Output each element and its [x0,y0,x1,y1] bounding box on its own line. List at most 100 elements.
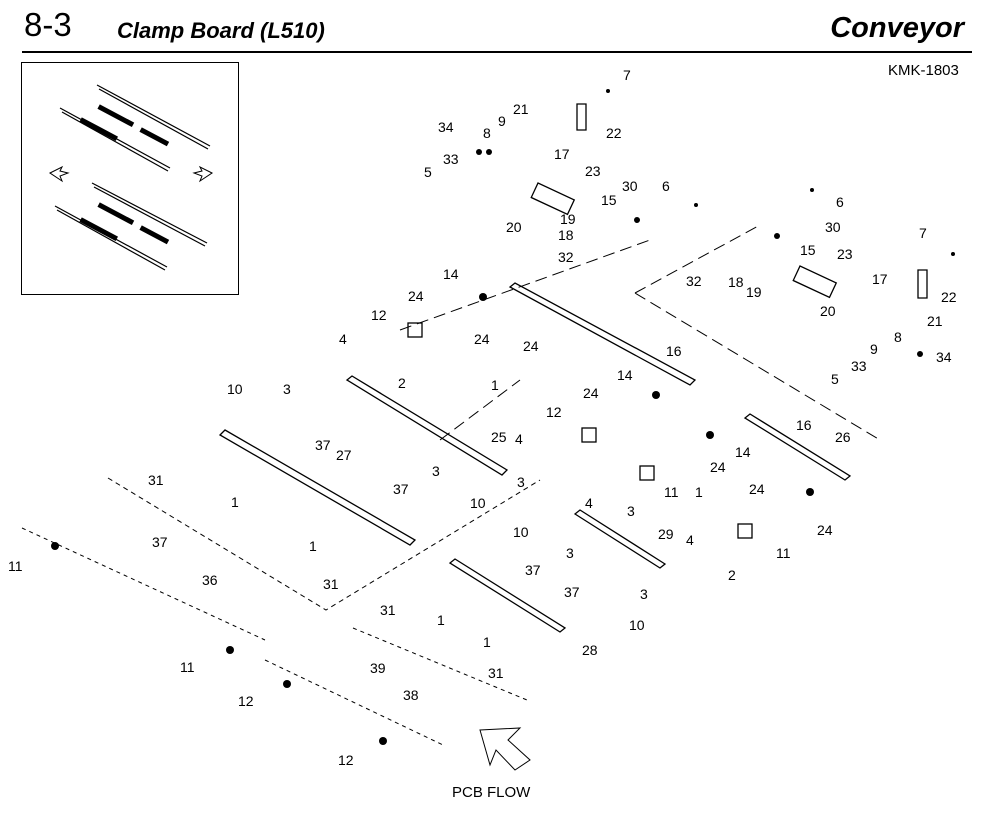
callout-36: 36 [202,572,218,588]
callout-16-a: 16 [666,343,682,359]
callout-12-d: 12 [338,752,354,768]
section-number: 8-3 [24,6,72,43]
header-rule [22,51,972,53]
callout-5-a: 5 [424,164,432,180]
callout-32-b: 32 [686,273,702,289]
callout-3-a: 3 [283,381,291,397]
callout-4-c: 4 [585,495,593,511]
callout-13-f: 24 [817,522,833,538]
callout-10-d: 10 [629,617,645,633]
callout-10-c: 10 [513,524,529,540]
callout-30-a: 30 [622,178,638,194]
callout-13-a: 24 [408,288,424,304]
callout-24: 24 [523,338,539,354]
part-shapes [218,103,928,633]
callout-30-b: 30 [825,219,841,235]
callout-39: 39 [370,660,386,676]
callout-1-b: 1 [695,484,703,500]
callout-9-b: 9 [870,341,878,357]
callout-18-b: 18 [728,274,744,290]
callout-35-a: 31 [148,472,164,488]
callout-20-b: 20 [820,303,836,319]
callout-14-b: 14 [617,367,633,383]
callout-29: 29 [658,526,674,542]
callout-1-d: 1 [309,538,317,554]
callout-35-d: 31 [488,665,504,681]
callout-5-b: 5 [831,371,839,387]
callout-32-a: 32 [558,249,574,265]
callout-23-b: 23 [837,246,853,262]
callout-34-b: 34 [936,349,952,365]
callout-14-a: 14 [443,266,459,282]
callout-19-a: 19 [560,211,576,227]
callout-6-b: 6 [836,194,844,210]
callout-3-f: 3 [640,586,648,602]
dashed-boundaries [21,224,881,746]
callout-1-f: 1 [483,634,491,650]
callout-33-b: 33 [851,358,867,374]
callout-25: 25 [491,429,507,445]
callout-15-a: 15 [601,192,617,208]
callout-3-b: 3 [432,463,440,479]
callout-3-c: 3 [517,474,525,490]
callout-12-a: 12 [371,307,387,323]
callout-18-a: 18 [558,227,574,243]
callout-31-c: 37 [525,562,541,578]
callout-35-c: 31 [380,602,396,618]
overview-rails-illustration [49,84,213,271]
callout-8-b: 8 [894,329,902,345]
pcb-flow-arrow [479,727,531,771]
callout-35-b: 31 [323,576,339,592]
callout-11-a: 11 [664,484,679,500]
callout-1-a: 1 [491,377,499,393]
callout-11-c: 11 [8,558,23,574]
callout-4-a: 4 [339,331,347,347]
callout-33-a: 33 [443,151,459,167]
callout-8-a: 8 [483,125,491,141]
callout-26: 26 [835,429,851,445]
flow-label: PCB FLOW [452,784,531,801]
callout-9-a: 9 [498,113,506,129]
callout-2-b: 2 [728,567,736,583]
callout-17-a: 17 [554,146,570,162]
callout-28: 28 [582,642,598,658]
callout-6-a: 6 [662,178,670,194]
callout-13-c: 24 [583,385,599,401]
callout-31-d: 37 [564,584,580,600]
callout-4-d: 4 [686,532,694,548]
callout-13-d: 24 [710,459,726,475]
callout-19-b: 19 [746,284,762,300]
callout-23-a: 23 [585,163,601,179]
section-title: Conveyor [830,12,964,44]
callout-21-a: 21 [513,101,529,117]
callout-22-a: 22 [606,125,622,141]
callout-17-b: 17 [872,271,888,287]
callout-1-c: 1 [231,494,239,510]
callout-13-b: 24 [474,331,490,347]
callout-22-b: 22 [941,289,957,305]
callout-10-a: 10 [227,381,243,397]
callout-20-a: 20 [506,219,522,235]
callout-7-b: 7 [919,225,927,241]
callout-4-b: 4 [515,431,523,447]
callout-12-c: 12 [238,693,254,709]
callout-21-b: 21 [927,313,943,329]
callout-31-b: 37 [393,481,409,497]
callout-10-b: 10 [470,495,486,511]
callout-12-b: 12 [546,404,562,420]
page-title: Clamp Board (L510) [117,18,325,43]
callout-31-a: 37 [315,437,331,453]
callout-27: 27 [336,447,352,463]
callout-11-b: 11 [776,545,791,561]
callout-3-e: 3 [566,545,574,561]
callout-7-a: 7 [623,67,631,83]
callout-37: 37 [152,534,168,550]
callout-14-c: 14 [735,444,751,460]
callout-labels: 7 21 22 34 8 9 33 17 5 23 6 30 15 20 19 … [8,67,957,768]
callout-15-b: 15 [800,242,816,258]
callout-38: 38 [403,687,419,703]
callout-3-d: 3 [627,503,635,519]
callout-13-e: 24 [749,481,765,497]
drawing-code: KMK-1803 [888,62,959,79]
